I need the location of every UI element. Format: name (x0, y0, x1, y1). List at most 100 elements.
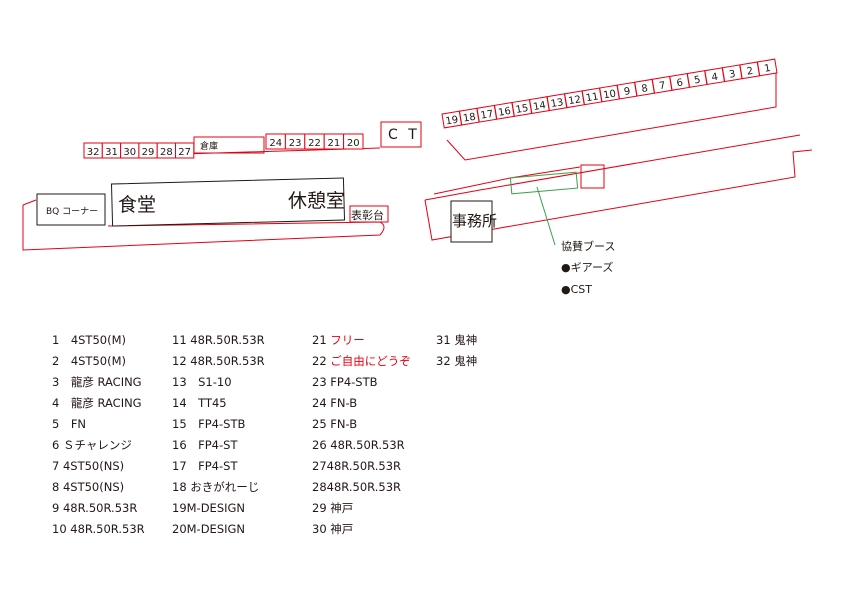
pit-box-13: 13 (546, 93, 568, 112)
pit-number-label: 9 (623, 86, 631, 98)
pit-number-label: 19 (445, 115, 459, 128)
pit-list-entry: 2848R.50R.53R (312, 480, 401, 494)
pit-box-11: 11 (581, 87, 603, 106)
pit-box-28: 28 (156, 142, 176, 159)
pit-list-entry: 29 神戸 (312, 501, 354, 515)
pit-number-label: 27 (178, 147, 191, 158)
pit-number-label: 28 (160, 147, 173, 158)
pit-number-label: 8 (641, 83, 649, 95)
podium: 表彰台 (349, 205, 389, 223)
pit-list-entry-21: 21 フリー (312, 330, 411, 351)
pit-box-29: 29 (138, 142, 158, 159)
pit-list-entry: 7 4ST50(NS) (52, 459, 125, 473)
pit-list-entry: 5 FN (52, 417, 87, 431)
dining-lounge-building: 食堂 休憩室 (110, 177, 346, 227)
pit-number-label: 4 (711, 72, 719, 84)
pit-list-entry: 30 神戸 (312, 522, 354, 536)
pit-box-4: 4 (704, 67, 726, 86)
warehouse-box: 倉庫 (193, 136, 265, 154)
control-tower-label: C T (388, 127, 420, 143)
pit-list-entry: 4 龍彦 RACING (52, 396, 142, 410)
pit-list-entry: 17 FP4-ST (172, 459, 238, 473)
pit-box-24: 24 (265, 133, 286, 150)
pit-box-10: 10 (599, 84, 620, 103)
pit-number-label: 32 (87, 147, 100, 158)
pit-number-label: 22 (308, 138, 321, 149)
pit-number-label: 21 (328, 138, 341, 149)
pit-number-label: 12 (568, 94, 582, 107)
pit-number-label: 15 (515, 103, 529, 116)
pit-box-15: 15 (511, 99, 533, 117)
pit-box-23: 23 (284, 133, 306, 150)
pit-box-27: 27 (175, 142, 195, 159)
pit-list-entry: 24 FN-B (312, 396, 358, 410)
pit-list-entry: 2 4ST50(M) (52, 354, 126, 368)
pit-list-entry: 13 S1-10 (172, 375, 232, 389)
pit-list-entry: 8 4ST50(NS) (52, 480, 125, 494)
pit-list-entry: 15 FP4-STB (172, 417, 246, 431)
pit-team: ご自由にどうぞ (330, 354, 411, 368)
warehouse-label: 倉庫 (200, 140, 218, 152)
sponsor-booth-area: 協賛ブース ●ギアーズ ●CST (509, 164, 615, 296)
pit-box-32: 32 (83, 142, 103, 159)
pit-box-22: 22 (304, 133, 325, 150)
pit-number-label: 1 (763, 63, 771, 75)
pit-number-label: 11 (585, 91, 599, 104)
pit-number-label: 10 (603, 89, 617, 102)
pit-number-label: 23 (289, 138, 302, 149)
pit-box-30: 30 (120, 142, 140, 159)
pit-number-label: 30 (123, 147, 136, 158)
pit-box-7: 7 (651, 75, 673, 94)
sponsor-item-gears: ●ギアーズ (561, 260, 613, 274)
pit-number-label: 16 (497, 106, 511, 119)
pit-list-entry: 11 48R.50R.53R (172, 333, 265, 347)
pit-box-14: 14 (529, 96, 550, 114)
office-label: 事務所 (452, 212, 497, 230)
pit-number-label: 6 (676, 77, 684, 89)
pit-number-label: 2 (746, 66, 754, 78)
pit-box-16: 16 (493, 101, 515, 120)
pit-number-label: 5 (693, 75, 701, 87)
pit-number-label: 3 (728, 69, 736, 81)
pit-box-21: 21 (323, 133, 345, 150)
sponsor-item-cst: ●CST (561, 283, 592, 296)
pit-list-entry: 18 おきがれーじ (172, 480, 260, 494)
pit-list-entry: 6 Ｓチャレンジ (52, 438, 132, 452)
pit-box-6: 6 (669, 73, 690, 91)
control-tower: C T (380, 121, 422, 148)
pit-number: 21 (312, 333, 327, 347)
pit-list-entry: 14 TT45 (172, 396, 227, 410)
pit-list-entry: 1 4ST50(M) (52, 333, 126, 347)
pit-list-entry: 9 48R.50R.53R (52, 501, 138, 515)
pit-box-12: 12 (564, 90, 585, 109)
pit-number-label: 7 (658, 80, 666, 92)
pit-list-entry: 32 鬼神 (436, 354, 478, 368)
pit-list-entry: 10 48R.50R.53R (52, 522, 145, 536)
lounge-label: 休憩室 (288, 190, 345, 212)
pit-box-20: 20 (343, 133, 364, 150)
pit-box-9: 9 (616, 81, 638, 100)
pit-list-entry: 19M-DESIGN (172, 501, 246, 515)
pit-box-18: 18 (458, 107, 480, 126)
pit-number-label: 17 (480, 109, 494, 122)
pit-box-5: 5 (686, 70, 708, 88)
pit-list-entry: 2748R.50R.53R (312, 459, 401, 473)
dining-label: 食堂 (118, 194, 156, 216)
pit-box-8: 8 (634, 78, 655, 97)
pit-number: 22 (312, 354, 327, 368)
bbq-corner: BQ コーナー (36, 193, 106, 226)
pit-team: フリー (330, 333, 365, 347)
pit-number-label: 14 (532, 100, 546, 113)
pit-box-19: 19 (441, 110, 463, 129)
pit-list-entry: 23 FP4-STB (312, 375, 378, 389)
bbq-label: BQ コーナー (46, 206, 98, 217)
pit-box-1: 1 (756, 58, 778, 77)
